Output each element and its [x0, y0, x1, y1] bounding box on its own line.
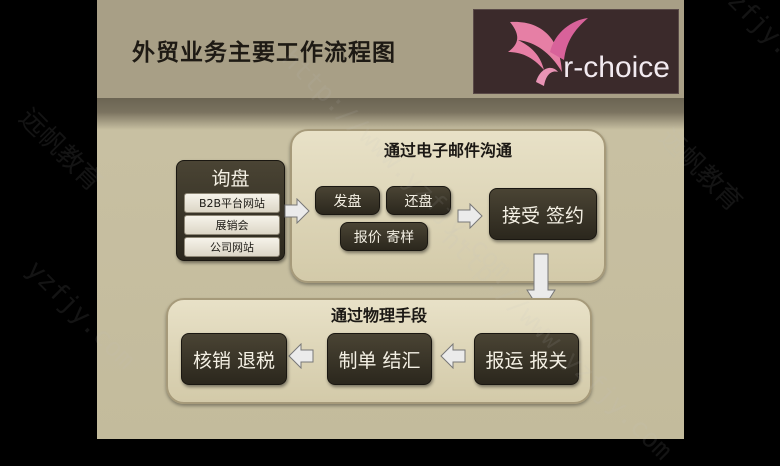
- offer-box: 发盘: [315, 186, 380, 215]
- arrow-left-icon: [440, 343, 466, 369]
- accept-sign-box: 接受 签约: [489, 188, 597, 240]
- inquiry-item-b2b: B2B平台网站: [184, 193, 280, 213]
- arrow-right-icon: [284, 198, 310, 224]
- arrow-left-icon: [288, 343, 314, 369]
- brand-logo: r-choice: [473, 9, 679, 94]
- wing-logo-icon: [508, 18, 588, 86]
- inquiry-box: 询盘 B2B平台网站 展销会 公司网站: [176, 160, 285, 261]
- shipping-customs-box: 报运 报关: [474, 333, 579, 385]
- physical-panel-title: 通过物理手段: [330, 306, 427, 325]
- inquiry-title: 询盘: [211, 168, 250, 190]
- logo-text: r-choice: [563, 51, 670, 84]
- page-title: 外贸业务主要工作流程图: [132, 40, 396, 66]
- inquiry-item-website: 公司网站: [184, 237, 280, 257]
- watermark: yzfjy.com: [710, 0, 780, 96]
- slide: 外贸业务主要工作流程图 r-choice 通过电子邮件沟通 询盘 B2B平台网站…: [97, 0, 684, 439]
- documents-settlement-box: 制单 结汇: [327, 333, 432, 385]
- quote-sample-box: 报价 寄样: [340, 222, 428, 251]
- email-panel-title: 通过电子邮件沟通: [383, 141, 512, 160]
- verification-rebate-box: 核销 退税: [181, 333, 287, 385]
- counter-offer-box: 还盘: [386, 186, 451, 215]
- arrow-right-icon: [457, 203, 483, 229]
- inquiry-item-expo: 展销会: [184, 215, 280, 235]
